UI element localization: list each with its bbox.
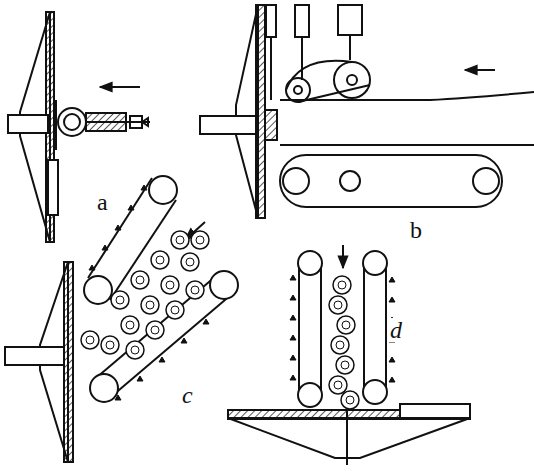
panel-label: d [388, 318, 404, 342]
disk-chipper-a [8, 12, 150, 242]
panel-label: c [180, 383, 195, 407]
disk-chipper-c [5, 176, 238, 462]
panel-label: a [95, 190, 110, 214]
disk-chipper-b [200, 5, 534, 218]
disk-chipper-d [228, 245, 470, 465]
panel-label: b [408, 218, 424, 242]
